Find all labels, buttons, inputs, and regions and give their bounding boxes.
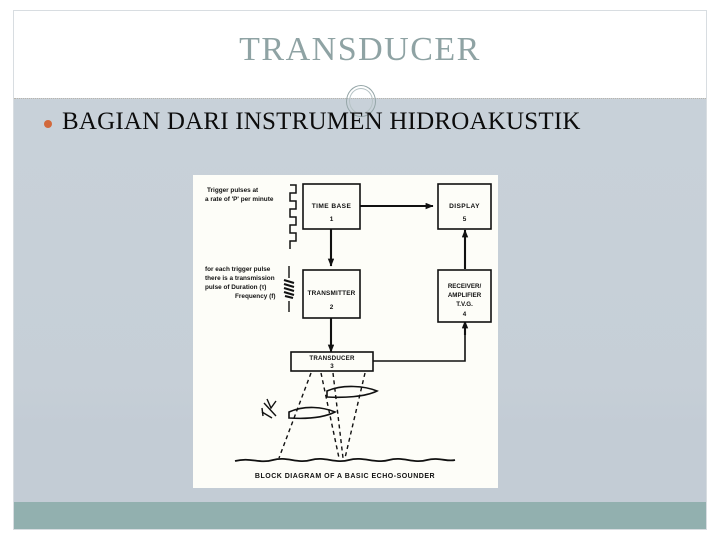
diagram-connectors — [327, 202, 469, 362]
acoustic-beam-cones — [278, 372, 366, 459]
annotation-line: Frequency (f) — [235, 293, 275, 300]
pulse-train-icon — [289, 184, 297, 249]
echo-sounder-block-diagram-image: Trigger pulses at a rate of 'P' per minu… — [193, 175, 498, 488]
slide-header-band — [14, 11, 706, 98]
bullet-item-label: BAGIAN DARI INSTRUMEN HIDROAKUSTIK — [62, 108, 581, 135]
annotation-transmission-note: for each trigger pulse there is a transm… — [205, 266, 275, 300]
block-number: 3 — [330, 363, 334, 370]
diagram-block-display: DISPLAY 5 — [437, 183, 492, 230]
annotation-line: a rate of 'P' per minute — [205, 196, 274, 203]
diagram-caption: BLOCK DIAGRAM OF A BASIC ECHO-SOUNDER — [255, 473, 435, 480]
bullet-dot-icon — [44, 119, 52, 128]
block-label: TIME BASE — [312, 203, 352, 210]
block-number: 5 — [463, 216, 467, 223]
diagram-block-transducer: TRANSDUCER 3 — [290, 351, 374, 372]
fish-school-echo-marks — [288, 385, 379, 420]
diagram-block-transmitter: TRANSMITTER 2 — [302, 269, 361, 319]
seabed-line — [234, 457, 456, 463]
transmission-burst-icon — [283, 266, 295, 312]
block-number: 1 — [330, 216, 334, 223]
title-ring-decoration-icon — [346, 85, 376, 117]
block-label: TRANSMITTER — [308, 290, 356, 297]
block-label: TRANSDUCER — [309, 355, 355, 362]
page-title: TRANSDUCER — [239, 31, 481, 68]
slide-footer-band — [14, 502, 706, 529]
block-number: 4 — [463, 311, 467, 318]
annotation-trigger-note: Trigger pulses at a rate of 'P' per minu… — [205, 187, 274, 203]
block-diagram-svg: Trigger pulses at a rate of 'P' per minu… — [193, 175, 498, 488]
slide-frame: TRANSDUCER BAGIAN DARI INSTRUMEN HIDROAK… — [13, 10, 707, 530]
diagram-block-receiver-amplifier: RECEIVER/ AMPLIFIER T.V.G. 4 — [437, 269, 492, 323]
bullet-list-item: BAGIAN DARI INSTRUMEN HIDROAKUSTIK — [44, 108, 581, 135]
block-label: AMPLIFIER — [448, 292, 482, 299]
annotation-line: for each trigger pulse — [205, 266, 271, 273]
block-label: DISPLAY — [449, 203, 480, 210]
annotation-line: Trigger pulses at — [207, 187, 259, 194]
block-label: T.V.G. — [456, 301, 473, 308]
block-number: 2 — [330, 304, 334, 311]
diagram-block-time-base: TIME BASE 1 — [302, 183, 361, 230]
fish-glyph-icon — [261, 398, 277, 419]
annotation-line: there is a transmission — [205, 275, 275, 282]
annotation-line: pulse of Duration (τ) — [205, 284, 266, 291]
title-ring-inner-decoration-icon — [349, 88, 373, 114]
block-label: RECEIVER/ — [448, 283, 482, 290]
